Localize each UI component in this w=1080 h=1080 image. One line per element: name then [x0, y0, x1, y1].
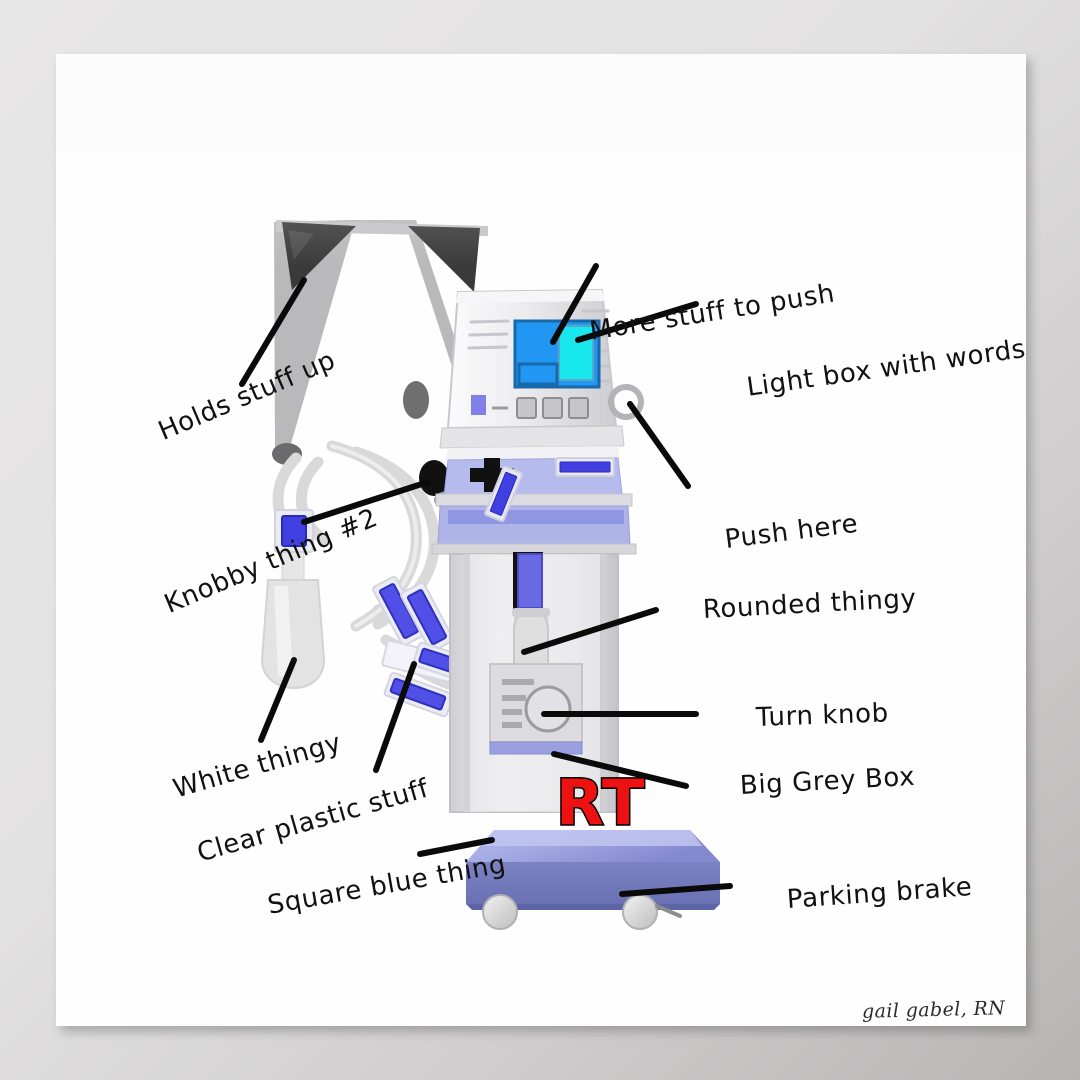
arm-knob-upper: [403, 381, 429, 419]
artist-signature: gail gabel, RN: [861, 997, 1006, 1023]
support-arm: [274, 220, 488, 454]
leader-rounded: [521, 607, 659, 655]
leader-clear: [373, 661, 417, 773]
dial-knob: [524, 685, 572, 733]
parking-brake-lever: [655, 904, 682, 918]
leader-lines: [239, 263, 733, 897]
rt-badge: RT: [554, 766, 646, 839]
turn-knob-module: [489, 663, 583, 755]
leader-more: [550, 263, 599, 345]
leader-white: [258, 657, 297, 743]
ventilator-illustration: [56, 54, 1026, 1026]
leader-push: [627, 401, 691, 489]
poster-sheet: Holds stuff up Knobby thing #2 White thi…: [56, 54, 1028, 1026]
leader-parking: [619, 883, 733, 897]
blue-shelf: [431, 457, 637, 555]
leader-holds: [239, 277, 307, 387]
control-knob: [608, 384, 644, 420]
leader-square: [417, 837, 495, 857]
ventilator-head: [439, 288, 644, 460]
leader-big: [551, 751, 689, 789]
column-fitting: [513, 552, 543, 610]
label-turn-knob: Turn knob: [755, 698, 890, 733]
leader-lightbox: [575, 301, 699, 343]
leader-knobby: [301, 479, 431, 525]
